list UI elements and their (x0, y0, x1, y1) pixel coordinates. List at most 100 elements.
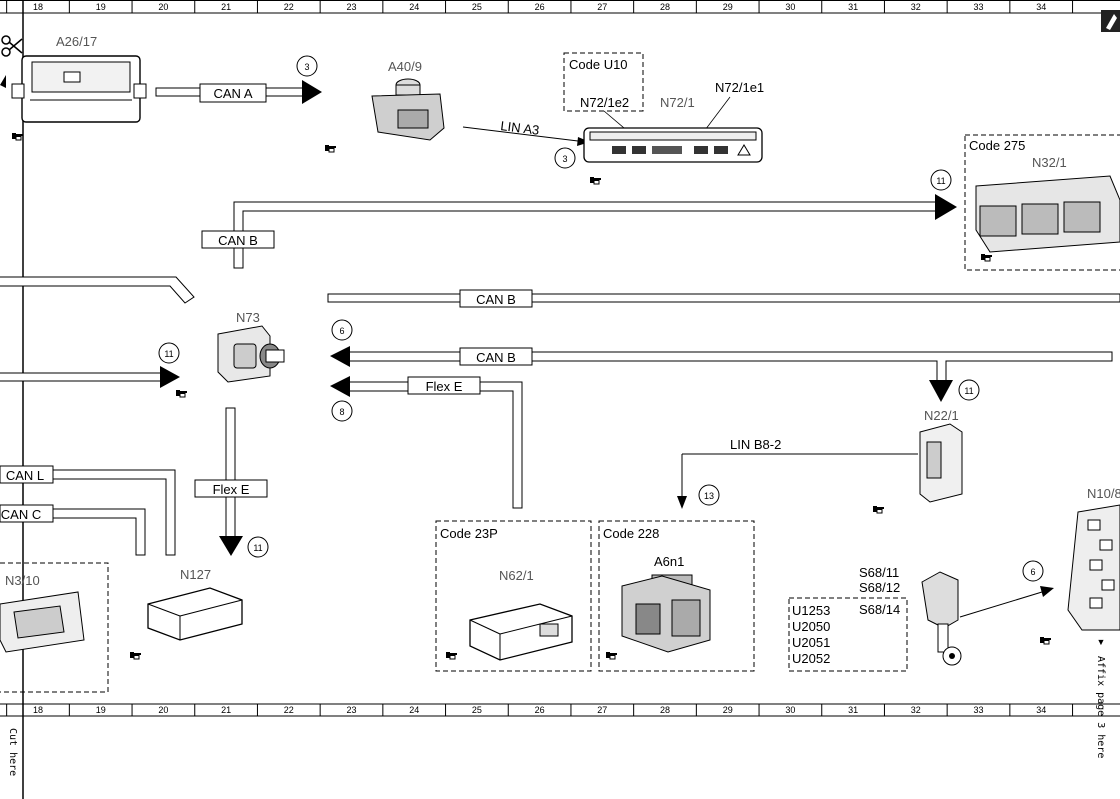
ruler-number: 29 (723, 705, 733, 715)
ref-marker: 11 (247, 536, 269, 558)
ruler-number: 27 (597, 2, 607, 12)
label-n22-1: N22/1 (924, 408, 959, 423)
svg-text:6: 6 (1030, 567, 1035, 577)
can-b-label-middle: CAN B (476, 292, 516, 307)
svg-text:3: 3 (562, 154, 567, 164)
lin-a3-line: LIN A3 (462, 118, 590, 146)
ruler-number: 27 (597, 705, 607, 715)
ruler-number: 20 (158, 2, 168, 12)
label-n3-10: N3/10 (5, 573, 40, 588)
label-s68-11: S68/11 (859, 565, 899, 580)
svg-text:6: 6 (339, 326, 344, 336)
ruler-number: 18 (33, 705, 43, 715)
ref-marker: 6 (331, 319, 353, 341)
can-b-lower-bus: CAN B (330, 346, 1113, 402)
svg-text:8: 8 (339, 407, 344, 417)
s68-seat-belt-buckle (921, 571, 962, 666)
ref-marker: 13 (698, 484, 720, 506)
svg-text:11: 11 (936, 176, 945, 186)
a26-17-display-unit (11, 55, 147, 123)
pointing-hand-icon (980, 253, 993, 262)
lin-b8-2-line: LIN B8-2 (677, 437, 918, 509)
ruler-number: 21 (221, 705, 231, 715)
svg-text:13: 13 (704, 491, 714, 501)
label-n32-1: N32/1 (1032, 155, 1067, 170)
ruler-number: 32 (911, 705, 921, 715)
label-n10-8: N10/8 (1087, 486, 1120, 501)
can-b-label-lower: CAN B (476, 350, 516, 365)
svg-text:11: 11 (164, 349, 173, 359)
code-u-item: U1253 (792, 603, 830, 618)
label-n72-1e2: N72/1e2 (580, 95, 629, 110)
n32-1-module (975, 175, 1120, 253)
label-n72-1e1: N72/1e1 (715, 80, 764, 95)
pointing-hand-icon (589, 176, 602, 185)
ref-marker: 3 (554, 147, 576, 169)
ruler-number: 30 (785, 2, 795, 12)
svg-text:11: 11 (253, 543, 262, 553)
pointing-hand-icon (872, 505, 885, 514)
label-a40-9: A40/9 (388, 59, 422, 74)
ruler-number: 23 (346, 2, 356, 12)
label-n72-1: N72/1 (660, 95, 695, 110)
pointing-hand-icon (445, 651, 458, 660)
pointing-hand-icon (129, 651, 142, 660)
label-n73: N73 (236, 310, 260, 325)
label-n62-1: N62/1 (499, 568, 534, 583)
ruler-number: 21 (221, 2, 231, 12)
code-228-label: Code 228 (603, 526, 659, 541)
ruler-number: 18 (33, 2, 43, 12)
svg-text:11: 11 (964, 386, 973, 396)
ruler-number: 33 (973, 705, 983, 715)
ref-marker: 3 (296, 55, 318, 77)
pointing-hand-icon (1039, 636, 1052, 645)
pointing-hand-icon (175, 389, 188, 398)
code-u10-label: Code U10 (569, 57, 628, 72)
affix-page-note: Affix page 3 here (1095, 656, 1106, 758)
corner-logo-icon (1101, 10, 1120, 32)
s68-to-n10-line (959, 586, 1054, 618)
ruler-number: 25 (472, 2, 482, 12)
can-b-upper-bus: CAN B (201, 194, 957, 269)
ruler-number: 23 (346, 705, 356, 715)
code-275-label: Code 275 (969, 138, 1025, 153)
lin-a3-label: LIN A3 (500, 118, 541, 138)
ruler-number: 32 (911, 2, 921, 12)
svg-text:▼: ▼ (1097, 637, 1106, 647)
flex-e-bus-down: Flex E (194, 407, 268, 556)
code-u-item: U2051 (792, 635, 830, 650)
ruler-number: 29 (723, 2, 733, 12)
left-bus-lines: CAN L CAN C (0, 276, 195, 556)
a40-9-controller (371, 78, 445, 141)
can-b-middle-bus: CAN B (327, 289, 1120, 308)
can-c-label: CAN C (1, 507, 41, 522)
can-a-label: CAN A (213, 86, 252, 101)
code-u-item: U2052 (792, 651, 830, 666)
can-a-bus: CAN A (155, 80, 322, 104)
n72-1-control-panel (583, 127, 763, 163)
label-s68-12: S68/12 (859, 580, 900, 595)
label-s68-14: S68/14 (859, 602, 900, 617)
ruler-number: 19 (96, 705, 106, 715)
a6n1-heater-unit (621, 574, 711, 653)
n22-1-module (919, 423, 963, 503)
ruler-number: 31 (848, 705, 858, 715)
pointing-hand-icon (605, 651, 618, 660)
ref-marker: 6 (1022, 560, 1044, 582)
svg-text:▼: ▼ (1097, 797, 1106, 799)
ruler-number: 28 (660, 705, 670, 715)
code-boxes: Code U10 Code 275 Code 23P Code 228 U125… (0, 52, 1120, 693)
code-23p-label: Code 23P (440, 526, 498, 541)
svg-text:3: 3 (304, 62, 309, 72)
ruler-number: 25 (472, 705, 482, 715)
can-l-label: CAN L (6, 468, 44, 483)
label-a26-17: A26/17 (56, 34, 97, 49)
n127-module (147, 587, 243, 641)
n73-ignition-switch (217, 325, 285, 383)
ref-marker: 11 (958, 379, 980, 401)
label-n127: N127 (180, 567, 211, 582)
n10-8-module (1067, 504, 1120, 631)
